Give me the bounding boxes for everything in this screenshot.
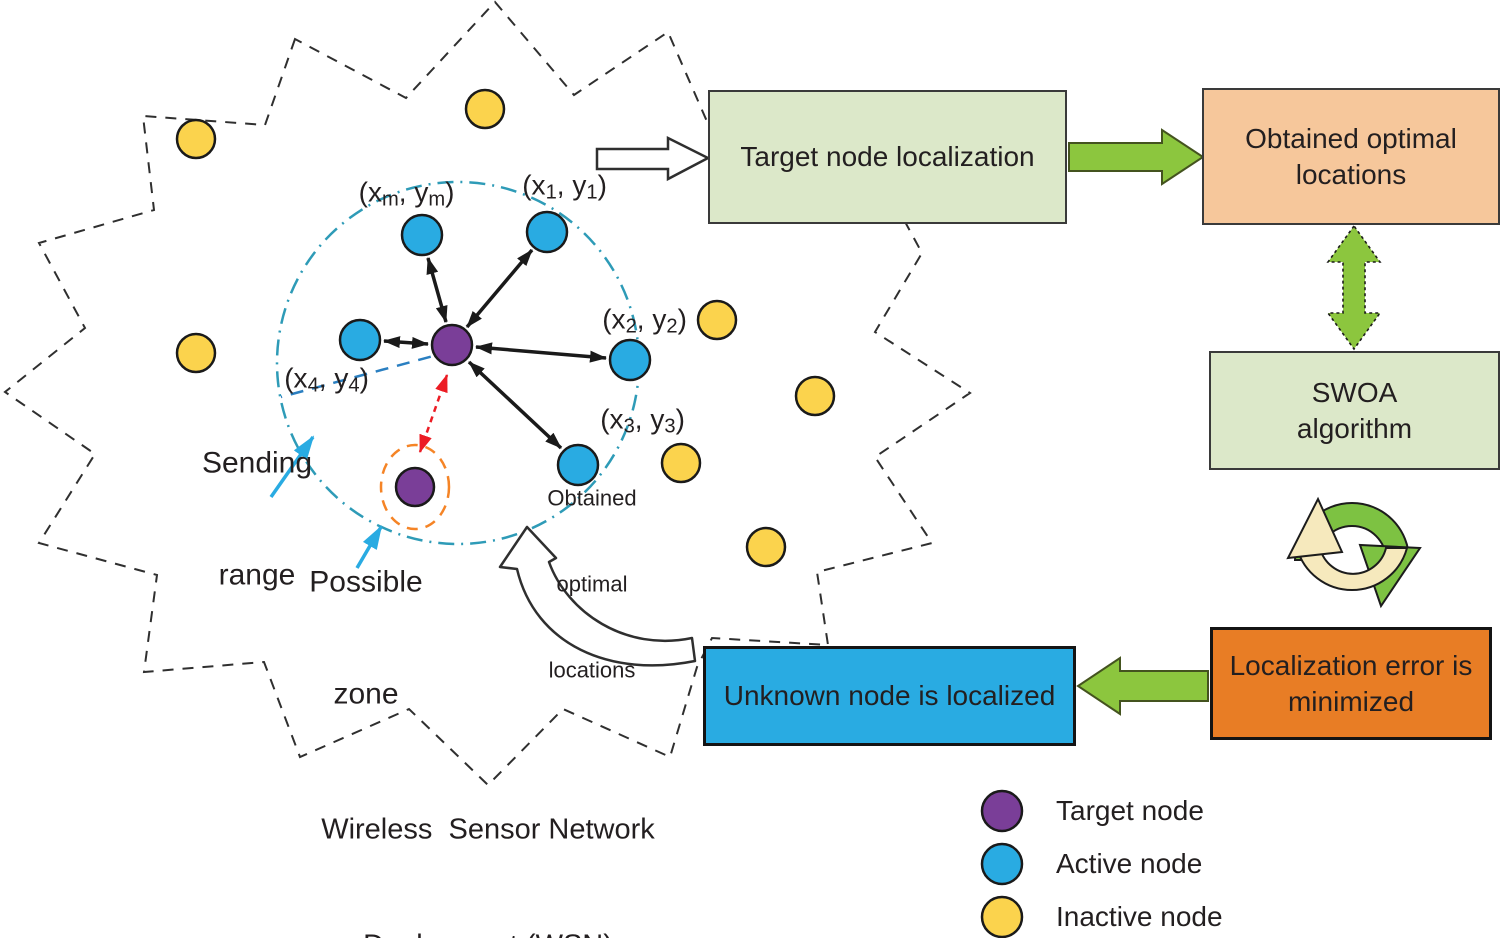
inactive-node <box>464 88 506 130</box>
wsn-boundary-star <box>3 0 972 787</box>
target-node-localization-box: Target node localization <box>708 90 1067 224</box>
sending-range-pointer-arrow <box>269 435 315 499</box>
active-node-x1 <box>525 210 569 254</box>
target-node-localization-label: Target node localization <box>740 141 1035 173</box>
coord-label-x3-y3: (x3, y3) <box>600 403 685 438</box>
to-flowchart-arrow <box>595 135 711 182</box>
localization-error-box: Localization error is minimized <box>1210 627 1492 740</box>
flow-arrow-left <box>1076 656 1209 716</box>
legend-target-node-label: Target node <box>1056 795 1204 826</box>
ranging-arrow-xm <box>426 257 448 323</box>
legend-active-node-swatch <box>980 842 1024 886</box>
coord-label-x4-y4: (x4, y4) <box>284 362 369 397</box>
ranging-arrow-x4 <box>383 336 429 349</box>
ranging-arrow-x2 <box>475 342 607 363</box>
active-node-x2 <box>608 338 652 382</box>
ranging-arrows <box>383 248 607 450</box>
coord-label-x2-y2: (x2, y2) <box>602 303 687 338</box>
active-node-x4 <box>338 318 382 362</box>
possible-zone-label: Possible zone <box>309 565 423 711</box>
inactive-node <box>696 299 738 341</box>
flow-arrow-double-vertical <box>1326 224 1382 351</box>
inactive-node <box>745 526 787 568</box>
unknown-node-localized-box: Unknown node is localized <box>703 646 1076 746</box>
inactive-node <box>660 442 702 484</box>
cycle-arrow-cream-head <box>1286 496 1344 560</box>
legend-swatches <box>980 789 1024 938</box>
ranging-arrow-x1 <box>465 248 534 329</box>
target-nodes <box>394 323 474 508</box>
active-nodes <box>338 210 652 487</box>
sending-range-radius-line <box>280 349 453 399</box>
inactive-node <box>175 118 217 160</box>
unknown-node-localized-label: Unknown node is localized <box>723 680 1056 712</box>
iteration-cycle-arrows <box>1286 496 1422 609</box>
possible-zone-pointer-arrow <box>355 525 383 569</box>
target-node-center <box>430 323 474 367</box>
inactive-nodes <box>175 88 836 568</box>
swoa-algorithm-box: SWOA algorithm <box>1209 351 1500 470</box>
pointer-arrows <box>269 435 383 569</box>
coord-label-x1-y1: (x1, y1) <box>522 169 607 204</box>
obtained-locations-curved-arrow <box>498 525 697 667</box>
obtained-optimal-locations-note: Obtained optimal locations <box>547 485 637 683</box>
inactive-node <box>794 375 836 417</box>
possible-zone-ellipse <box>379 443 451 531</box>
active-node-x3 <box>556 443 600 487</box>
legend-inactive-node-label: Inactive node <box>1056 901 1223 932</box>
legend-target-node-swatch <box>980 789 1024 833</box>
ranging-arrow-x3 <box>467 360 563 450</box>
figure-caption: Wireless Sensor Network Deployment (WSN) <box>321 813 655 938</box>
active-node-xm <box>400 213 444 257</box>
obtained-optimal-locations-box: Obtained optimal locations <box>1202 88 1500 225</box>
target-node-possible-zone <box>394 466 436 508</box>
legend-active-node-label: Active node <box>1056 848 1203 879</box>
flow-arrow-right <box>1068 128 1205 186</box>
inactive-node <box>175 332 217 374</box>
target-to-zone-arrow <box>418 374 449 453</box>
sending-range-label: Sending range <box>201 446 313 592</box>
coord-label-xm-ym: (xm, ym) <box>358 176 455 211</box>
legend-inactive-node-swatch <box>980 895 1024 938</box>
